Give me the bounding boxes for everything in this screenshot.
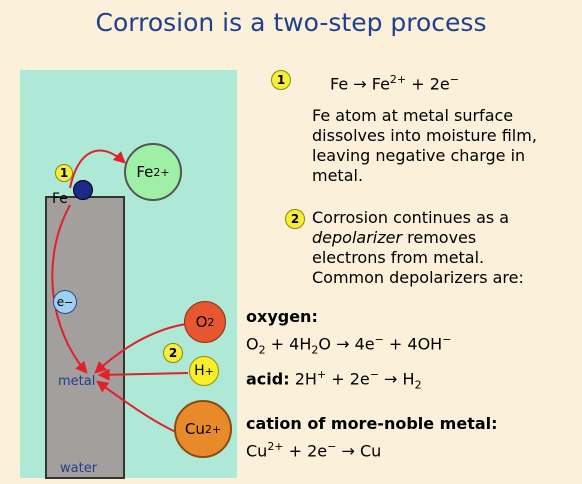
- step-2-text-b: removes electrons from metal. Common dep…: [312, 228, 524, 287]
- oxy-o-sub: 2: [258, 343, 266, 357]
- step-1-description: Fe atom at metal surface dissolves into …: [312, 106, 537, 185]
- cat-2e: + 2e: [283, 441, 328, 461]
- eq1-lhs: Fe → Fe: [330, 74, 390, 94]
- cat-cu-sup: 2+: [267, 440, 284, 453]
- oxy-o: O: [246, 334, 259, 354]
- fe-atom: [73, 180, 93, 200]
- step-1-badge-diagram: 1: [55, 164, 73, 182]
- step-2-badge: 2: [285, 209, 305, 229]
- metal-bar: [45, 196, 125, 479]
- cu-arrow: [96, 380, 177, 433]
- cat-cu: Cu: [246, 441, 268, 461]
- electron-charge: −: [64, 295, 74, 309]
- acid-2h: 2H: [289, 369, 317, 389]
- oxy-e-sup: −: [374, 333, 384, 346]
- acid-2e: + 2e: [326, 369, 370, 389]
- step-1-badge: 1: [271, 70, 291, 90]
- h-arrow: [97, 368, 189, 381]
- cu-charge: 2+: [204, 422, 222, 436]
- eq1-sup: 2+: [389, 73, 407, 86]
- step-2-badge-diagram: 2: [163, 343, 183, 363]
- acid-h2-sub: 2: [414, 378, 422, 392]
- fe-label: Fe: [52, 191, 68, 207]
- acid-arrow: → H: [378, 369, 415, 389]
- o2-label: O: [195, 313, 208, 331]
- step-1-equation: Fe → Fe2+ + 2e−: [330, 70, 459, 94]
- step-2-description: Corrosion continues as a depolarizer rem…: [312, 208, 578, 288]
- water-label: water: [60, 461, 98, 476]
- electron: e−: [53, 290, 77, 314]
- fe2-ion-charge: 2+: [153, 165, 170, 179]
- oxy-4oh: + 4OH: [383, 334, 443, 354]
- cat-e-sup: −: [327, 440, 337, 453]
- acid-e-sup: −: [369, 368, 379, 381]
- acid-equation: acid: 2H+ + 2e− → H2: [246, 365, 422, 396]
- h-charge: +: [204, 364, 214, 378]
- acid-h-sup: +: [316, 368, 327, 381]
- step-2-text-a: Corrosion continues as a: [312, 208, 510, 227]
- depolarizer-term: depolarizer: [312, 228, 403, 247]
- oxygen-equation: O2 + 4H2O → 4e− + 4OH−: [246, 330, 451, 361]
- dissolution-arrow: [69, 149, 126, 189]
- cation-heading: cation of more-noble metal:: [246, 414, 498, 433]
- o2-arrow: [94, 323, 187, 374]
- oxy-arrow: O → 4e: [318, 334, 375, 354]
- oxy-h-sub: 2: [311, 343, 319, 357]
- page-title: Corrosion is a two-step process: [95, 8, 487, 37]
- metal-label: metal: [58, 374, 96, 389]
- cu-label: Cu: [184, 420, 205, 438]
- fe2-ion-label: Fe: [136, 163, 154, 181]
- oxy-4h: + 4H: [265, 334, 312, 354]
- eq1-rhs: + 2e: [406, 74, 450, 94]
- o2-subscript: 2: [207, 315, 215, 329]
- eq1-rhs-sup: −: [449, 73, 459, 86]
- h-label: H: [194, 363, 205, 379]
- acid-heading: acid:: [246, 369, 290, 389]
- oxygen-heading: oxygen:: [246, 307, 318, 326]
- h-ion: H+: [189, 356, 219, 386]
- cation-equation: Cu2+ + 2e− → Cu: [246, 437, 381, 461]
- cat-arrow: → Cu: [336, 441, 382, 461]
- electron-flow-arrow: [51, 204, 88, 374]
- electron-label: e: [56, 295, 65, 309]
- oxy-oh-sup: −: [442, 333, 452, 346]
